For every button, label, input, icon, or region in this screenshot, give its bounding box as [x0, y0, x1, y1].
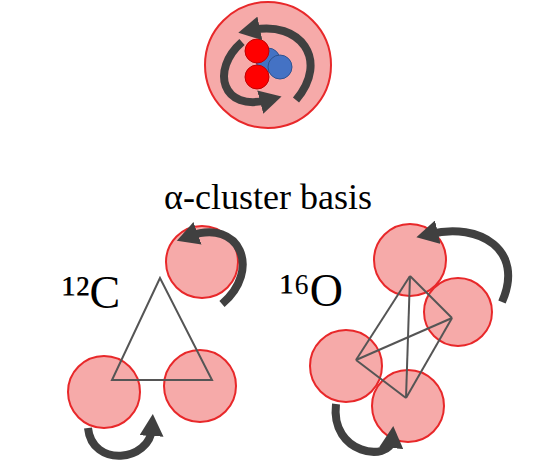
neutron	[268, 55, 292, 79]
rotation-arrow	[88, 428, 152, 456]
rotation-arrow	[336, 404, 392, 452]
triangle-frame	[112, 278, 212, 380]
proton	[245, 65, 269, 89]
nucleus-label: ¹⁶O	[280, 266, 343, 317]
basis-title: α-cluster basis	[164, 178, 372, 218]
rotation-arrow	[190, 232, 243, 304]
tetrahedron-frame	[356, 276, 452, 398]
nucleus-label: ¹²C	[62, 268, 120, 319]
rotation-arrow	[430, 231, 508, 302]
alpha-circle	[205, 2, 331, 128]
alpha-circle	[424, 278, 492, 346]
proton	[245, 39, 269, 63]
rotation-arrow	[252, 28, 311, 100]
alpha-circle	[68, 356, 140, 428]
alpha-circle	[310, 330, 382, 402]
rotation-arrow	[224, 42, 268, 102]
alpha-circle	[164, 350, 236, 422]
